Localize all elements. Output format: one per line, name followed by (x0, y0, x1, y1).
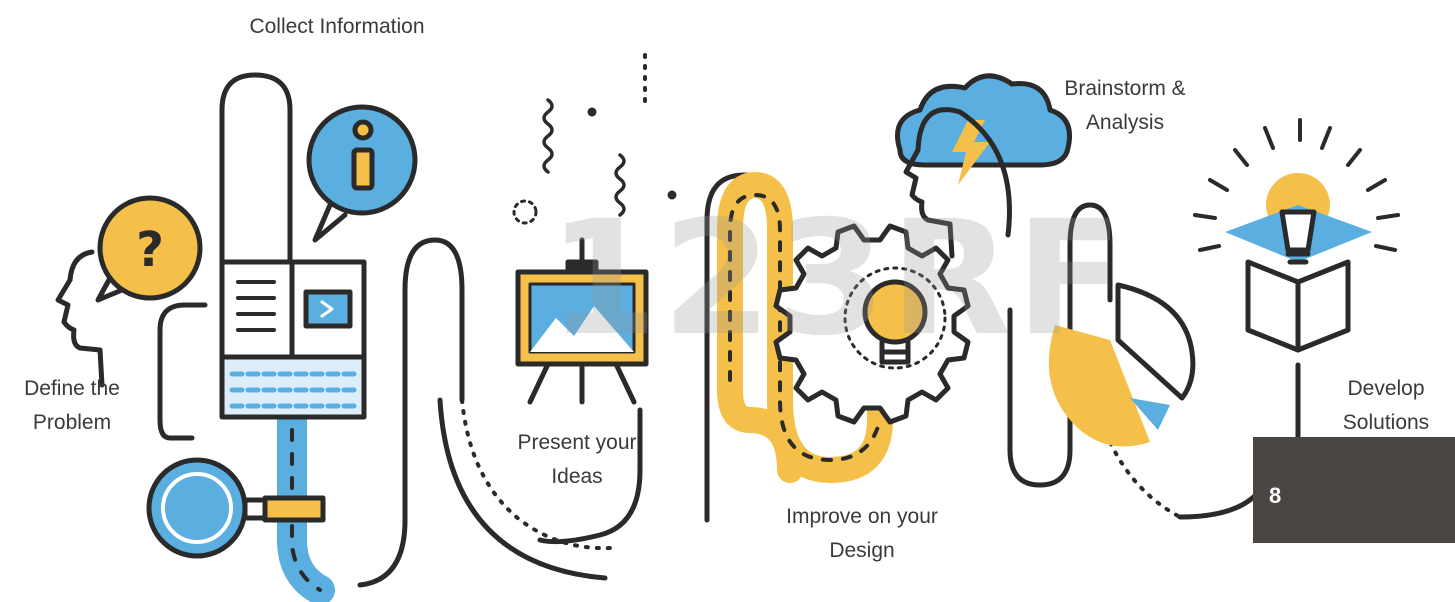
book-video-play (320, 300, 334, 318)
path-loop-left (157, 302, 208, 441)
label-line: Ideas (551, 465, 603, 488)
path-long-arc (437, 397, 608, 581)
slide-number-badge: 8 (1253, 437, 1455, 543)
develop-bulb (1279, 209, 1317, 253)
book-text-lines (236, 280, 276, 332)
path-bottom-curve (357, 237, 465, 588)
label-line: Brainstorm & (1064, 77, 1186, 100)
label-line: Analysis (1085, 111, 1165, 134)
squiggle-2 (614, 153, 626, 217)
pie-blue (1130, 398, 1170, 430)
pie-white (1115, 282, 1196, 401)
info-bubble-tail (312, 202, 348, 243)
label-line: Present your (517, 431, 637, 454)
label-brainstorm-analysis: Brainstorm & Analysis (1040, 72, 1210, 140)
label-improve-design: Improve on your Design (762, 500, 962, 568)
path-mid-u (537, 407, 643, 545)
label-collect-information: Collect Information (212, 10, 462, 44)
bulb-base (879, 339, 911, 365)
squiggle-1 (542, 98, 554, 174)
magnifier-shine (161, 472, 233, 544)
rays (1193, 118, 1400, 252)
label-line: Solutions (1342, 411, 1430, 434)
label-line: Design (829, 539, 895, 562)
pie-yellow (1048, 325, 1150, 447)
slide-number: 8 (1269, 483, 1282, 508)
question-bubble-tail (95, 275, 125, 303)
head-profile-left (55, 249, 105, 388)
info-letter-dot (352, 119, 374, 141)
label-line: Problem (32, 411, 112, 434)
label-line: Collect Information (249, 15, 425, 38)
dot-2 (667, 190, 677, 200)
label-develop-solutions: Develop Solutions (1316, 372, 1455, 440)
develop-bulb-base (1285, 251, 1311, 265)
lightning (952, 120, 990, 185)
keyboard-keys (229, 371, 359, 409)
blue-road (277, 405, 335, 602)
label-line: Define the (24, 377, 120, 400)
book-page-left (219, 259, 295, 360)
yellow-road (717, 172, 893, 483)
question-bubble (97, 195, 203, 301)
keyboard (219, 354, 367, 420)
dotted-circle (512, 199, 538, 225)
label-line: Develop (1347, 377, 1425, 400)
label-present-ideas: Present your Ideas (496, 426, 658, 494)
path-loop-tall (219, 72, 293, 265)
head-profile-right (903, 107, 1012, 259)
yellow-road-dashes (728, 193, 882, 462)
book-video (303, 289, 353, 329)
bulb-glass (862, 279, 928, 345)
label-line: Improve on your (786, 505, 938, 528)
magnifier-neck (242, 497, 268, 521)
dot-1 (587, 107, 597, 117)
dotted-path-1 (460, 398, 612, 551)
watermark: 123RF (548, 187, 1128, 371)
gear-ring (843, 266, 947, 370)
easel-legs (527, 361, 637, 405)
easel-mountains (530, 306, 634, 352)
label-define-problem: Define the Problem (2, 372, 142, 440)
info-letter-body (351, 147, 375, 191)
magnifier-handle (262, 495, 326, 523)
